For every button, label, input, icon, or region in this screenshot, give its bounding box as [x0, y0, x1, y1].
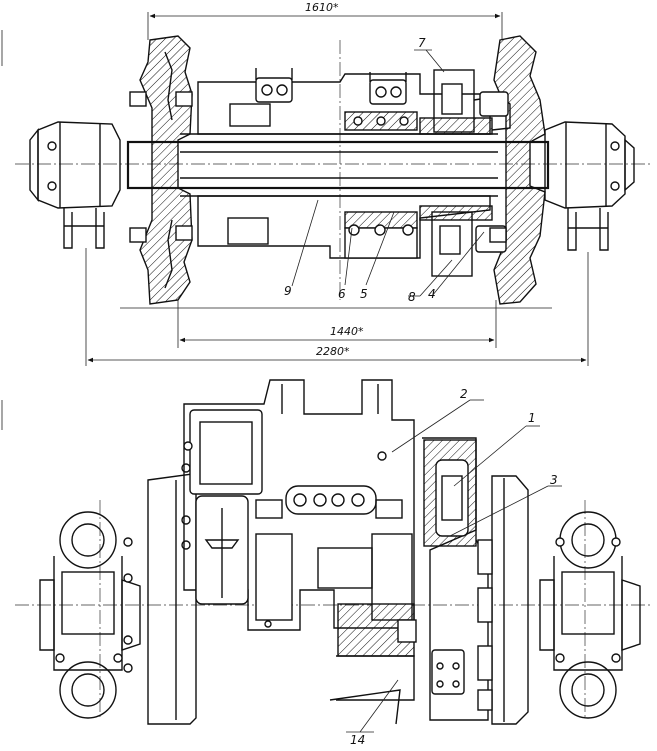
motor-suspension	[329, 603, 417, 725]
callout-14: 14	[350, 733, 365, 747]
right-wheel-disc	[491, 475, 529, 725]
right-axle-box-side	[539, 511, 641, 719]
callout-4: 4	[428, 287, 436, 301]
callouts-top: 7 9 6 5 8 4	[284, 36, 485, 304]
top-view: 1610*	[1, 1, 652, 366]
dimension-2280-label: 2280*	[316, 345, 350, 358]
callout-3: 3	[550, 473, 558, 487]
axle	[126, 140, 550, 190]
callout-1: 1	[528, 411, 536, 425]
left-axle-box	[29, 121, 121, 249]
right-axle-box	[544, 121, 635, 251]
dimension-2280: 2280*	[85, 248, 589, 366]
callout-2: 2	[460, 387, 468, 401]
gear-case	[422, 437, 493, 721]
bottom-view: 2 1 3 14	[1, 379, 652, 747]
gear-unit-top	[419, 69, 511, 135]
dimension-1440-label: 1440*	[330, 325, 364, 338]
dimension-1610-label: 1610*	[305, 1, 339, 14]
left-wheel	[139, 35, 193, 305]
left-wheel-disc	[147, 463, 197, 725]
callout-8: 8	[408, 290, 416, 304]
traction-motor-upper	[197, 68, 491, 135]
callout-9: 9	[284, 284, 292, 298]
hub-bolts	[129, 91, 507, 243]
right-wheel	[493, 35, 546, 305]
traction-motor-lower	[197, 195, 491, 259]
left-axle-box-side	[39, 511, 141, 719]
callout-7: 7	[418, 36, 426, 50]
dimension-1440: 1440*	[177, 300, 497, 348]
dimension-1610: 1610*	[147, 1, 503, 40]
callout-6: 6	[338, 287, 346, 301]
motor-body	[183, 379, 415, 631]
callout-5: 5	[360, 287, 368, 301]
callouts-bottom: 2 1 3 14	[346, 387, 562, 747]
